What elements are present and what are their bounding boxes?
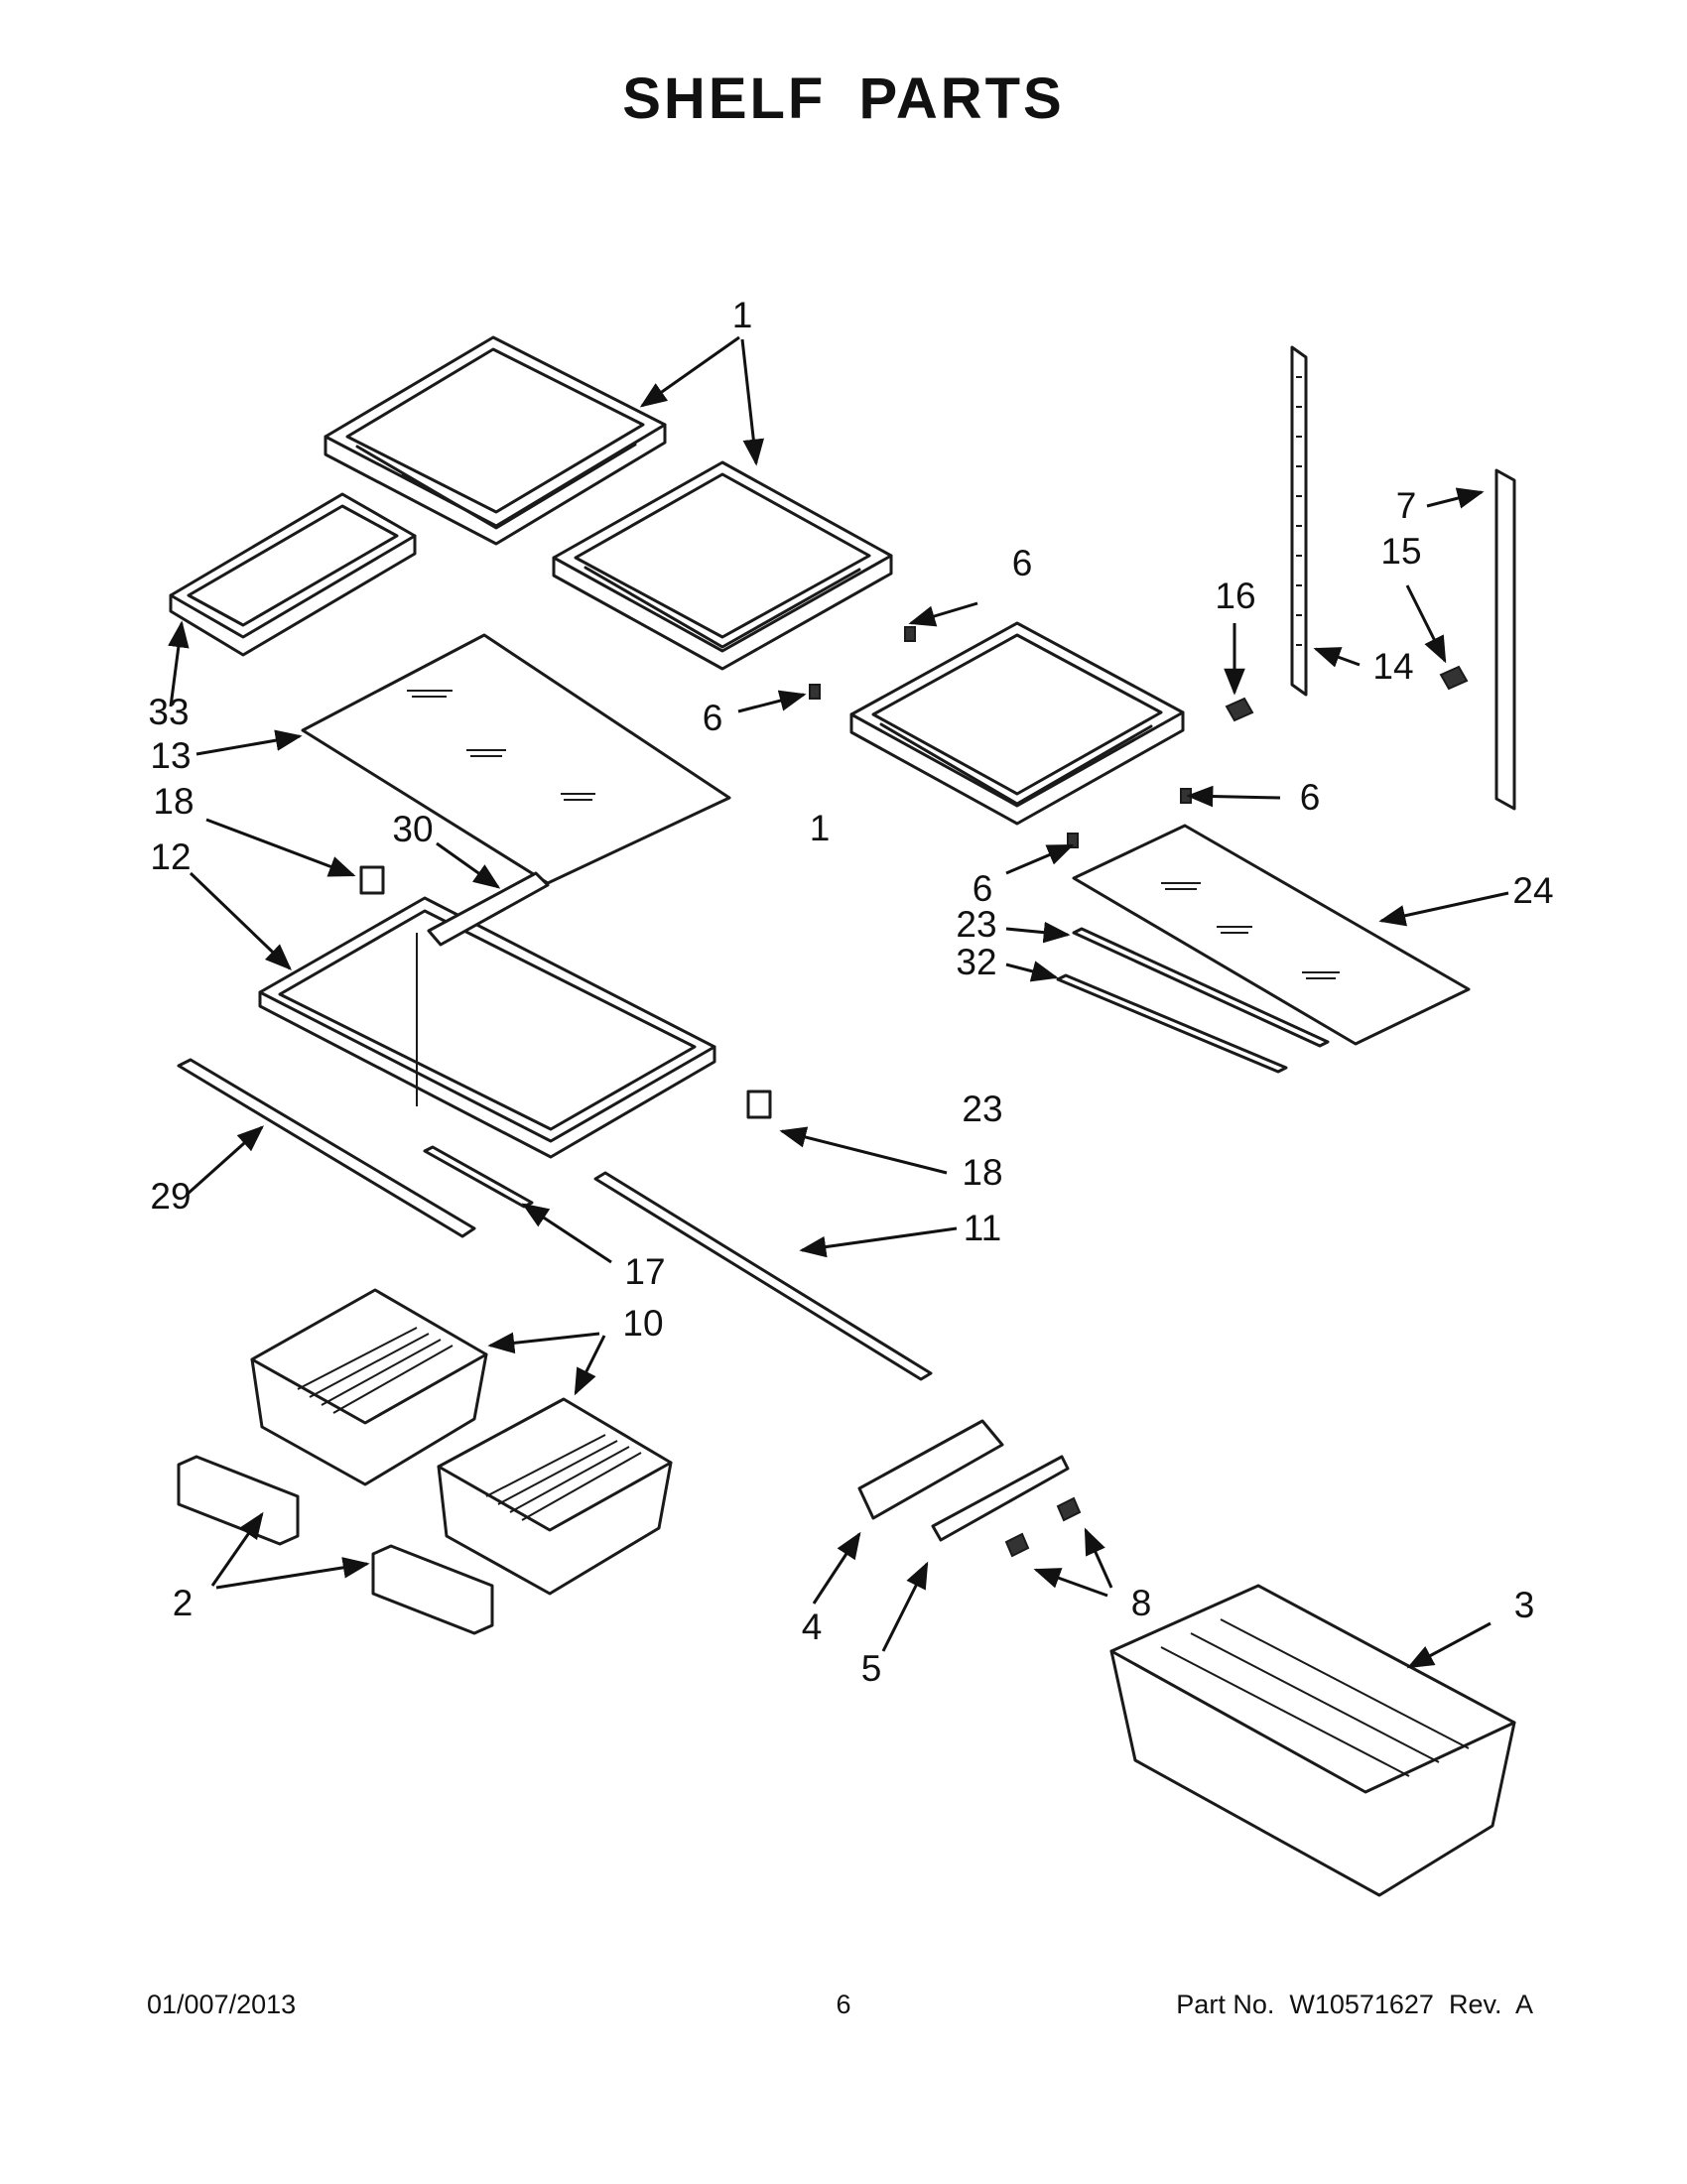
bracket-17 [423, 1145, 534, 1209]
callout-33: 33 [148, 692, 189, 732]
shelf-narrow [169, 492, 417, 657]
callout-12: 12 [150, 836, 191, 877]
glass-panel-left [301, 633, 731, 885]
trim-strip-29 [177, 1058, 476, 1238]
page-title: SHELF PARTS [622, 66, 1065, 131]
trim-strips-23-32 [1056, 927, 1330, 1074]
leader-lines [168, 335, 1509, 1669]
callout-5: 5 [861, 1648, 882, 1689]
callout-16: 16 [1215, 576, 1255, 616]
crisper-drawer-left [250, 1288, 488, 1486]
slide-5 [931, 1455, 1070, 1542]
callout-6: 6 [973, 868, 993, 909]
shelf-large-middle [552, 460, 893, 671]
callout-2: 2 [173, 1583, 194, 1623]
divider-bar-11 [593, 1171, 933, 1381]
callout-15: 15 [1380, 531, 1421, 572]
callout-30: 30 [392, 809, 433, 849]
vertical-rail-14 [1290, 345, 1308, 697]
end-caps-18 [359, 865, 772, 1119]
callout-23: 23 [956, 904, 996, 945]
callout-3: 3 [1514, 1585, 1535, 1625]
glass-panel-right [1072, 824, 1471, 1046]
callout-1: 1 [732, 295, 753, 335]
screws-8 [1004, 1496, 1082, 1558]
callout-labels: 1 6 6 6 1 6 7 15 16 14 33 13 18 30 12 24… [148, 295, 1553, 1689]
callout-7: 7 [1396, 485, 1417, 526]
callout-14: 14 [1372, 646, 1413, 687]
callout-6: 6 [1300, 777, 1321, 818]
vertical-rail-7 [1494, 468, 1516, 811]
callout-11: 11 [964, 1208, 1001, 1248]
callout-18: 18 [962, 1152, 1002, 1193]
deli-pan-3 [1109, 1584, 1516, 1897]
drawer-fronts-2 [177, 1455, 494, 1635]
callout-8: 8 [1131, 1583, 1152, 1623]
callout-17: 17 [624, 1251, 665, 1292]
callout-18: 18 [153, 781, 194, 822]
crisper-drawer-right [437, 1397, 673, 1596]
slide-4 [857, 1419, 1004, 1520]
callout-24: 24 [1512, 870, 1553, 911]
footer-date: 01/007/2013 [147, 1990, 297, 2019]
callout-23: 23 [962, 1089, 1002, 1129]
footer-page-number: 6 [836, 1990, 851, 2019]
shelf-large-top [324, 335, 667, 546]
callout-4: 4 [802, 1606, 823, 1647]
screws-15-16 [1225, 665, 1469, 722]
callout-1: 1 [810, 808, 831, 848]
shelf-small-right [849, 621, 1185, 826]
shelf-frame-12 [258, 896, 716, 1159]
callout-10: 10 [622, 1303, 663, 1344]
footer-part-number: Part No. W10571627 Rev. A [1176, 1990, 1533, 2019]
callout-13: 13 [150, 735, 191, 776]
callout-6: 6 [1012, 543, 1033, 583]
callout-32: 32 [956, 942, 996, 982]
bracket-30 [427, 871, 550, 947]
callout-29: 29 [150, 1176, 191, 1217]
callout-6: 6 [703, 698, 723, 738]
